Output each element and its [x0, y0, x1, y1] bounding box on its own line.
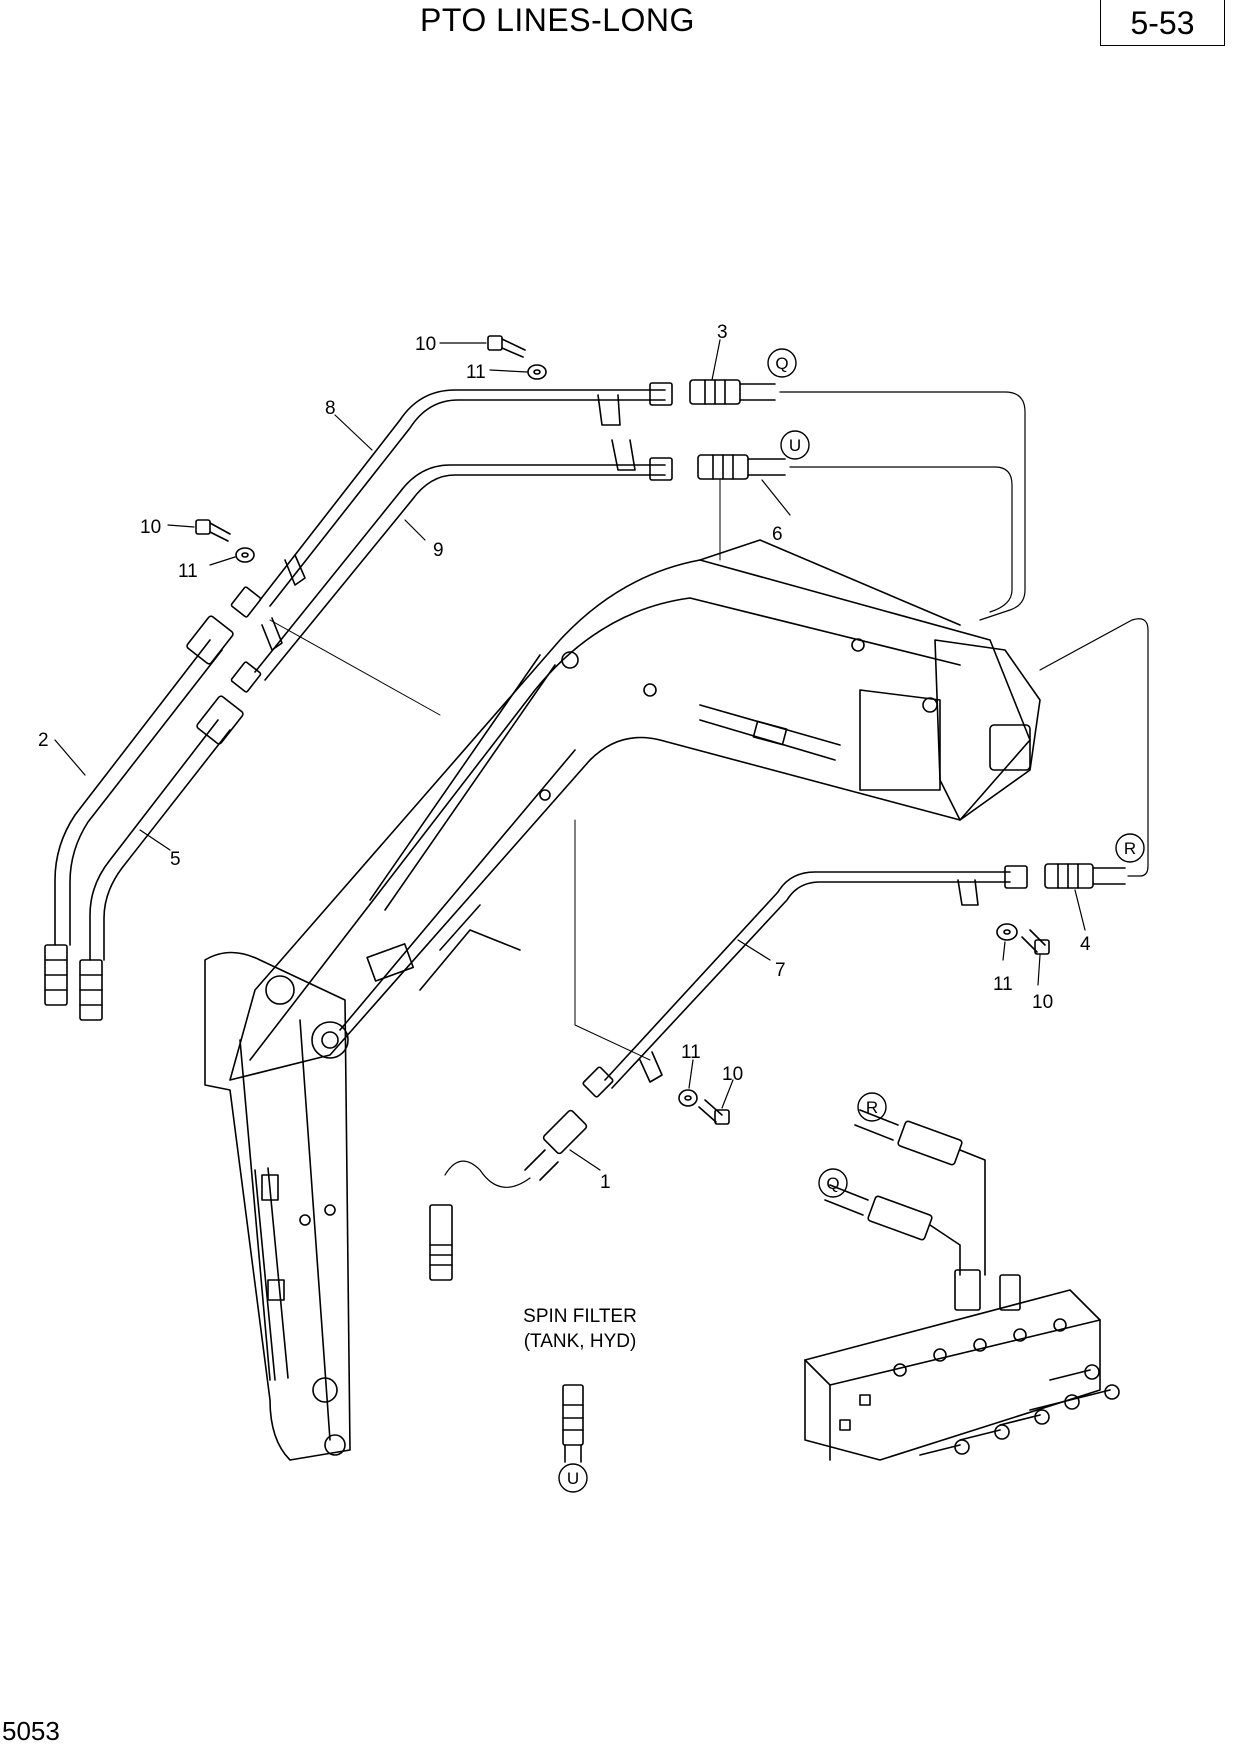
callout-10-left: 10 — [140, 517, 161, 538]
dipper-arm — [204, 951, 351, 1461]
hose-1 — [429, 1109, 588, 1281]
callout-5: 5 — [170, 849, 181, 870]
bolt-10-right — [1021, 929, 1050, 955]
connector-r-valve: R — [866, 1098, 878, 1117]
callout-11-left: 11 — [178, 561, 198, 582]
boom-arm — [229, 539, 1041, 1081]
hose-2 — [44, 615, 234, 1006]
callout-11-top: 11 — [466, 362, 486, 383]
connector-u-filter: U — [567, 1469, 579, 1488]
pipe-9 — [230, 439, 673, 693]
leader-lines — [54, 339, 1086, 1171]
callout-1: 1 — [600, 1172, 611, 1193]
spin-filter-label-line2: (TANK, HYD) — [524, 1331, 637, 1352]
bolt-10-top — [487, 335, 526, 358]
bolt-10-lower — [698, 1099, 730, 1125]
callout-4: 4 — [1080, 934, 1091, 955]
callout-6: 6 — [772, 524, 783, 545]
connector-circles — [558, 348, 1145, 1493]
callout-10-right: 10 — [1032, 992, 1053, 1013]
washer-11-lower — [678, 1089, 698, 1107]
callout-11-right: 11 — [993, 974, 1013, 995]
pipe-7 — [582, 865, 1028, 1098]
callout-9: 9 — [433, 540, 444, 561]
washer-11-top — [527, 364, 547, 380]
callout-3: 3 — [717, 322, 728, 343]
spin-filter — [562, 1384, 584, 1463]
page-title: PTO LINES-LONG — [420, 2, 695, 38]
hose-3 — [689, 379, 1026, 621]
connector-q-top: Q — [775, 354, 788, 373]
connector-u-top: U — [789, 436, 801, 455]
connector-q-valve: Q — [826, 1174, 839, 1193]
hose-6 — [697, 454, 1013, 613]
connector-r-right: R — [1124, 839, 1136, 858]
washer-11-left — [235, 547, 255, 563]
page-number-box: 5-53 — [1100, 0, 1225, 46]
bolt-10-left — [195, 519, 231, 542]
callout-10-lower: 10 — [722, 1064, 743, 1085]
callout-2: 2 — [38, 730, 49, 751]
callout-10-top: 10 — [415, 334, 436, 355]
callout-11-lower: 11 — [681, 1042, 701, 1063]
hose-4 — [1039, 618, 1149, 889]
pipe-8 — [230, 382, 673, 618]
hose-5 — [79, 695, 244, 1021]
drawing-code: 5053 — [2, 1716, 60, 1746]
callout-7: 7 — [775, 960, 786, 981]
callout-8: 8 — [325, 398, 336, 419]
control-valve — [804, 1109, 1120, 1461]
washer-11-right — [996, 923, 1018, 941]
routing-lines — [269, 479, 721, 1061]
spin-filter-label-line1: SPIN FILTER — [523, 1306, 637, 1327]
